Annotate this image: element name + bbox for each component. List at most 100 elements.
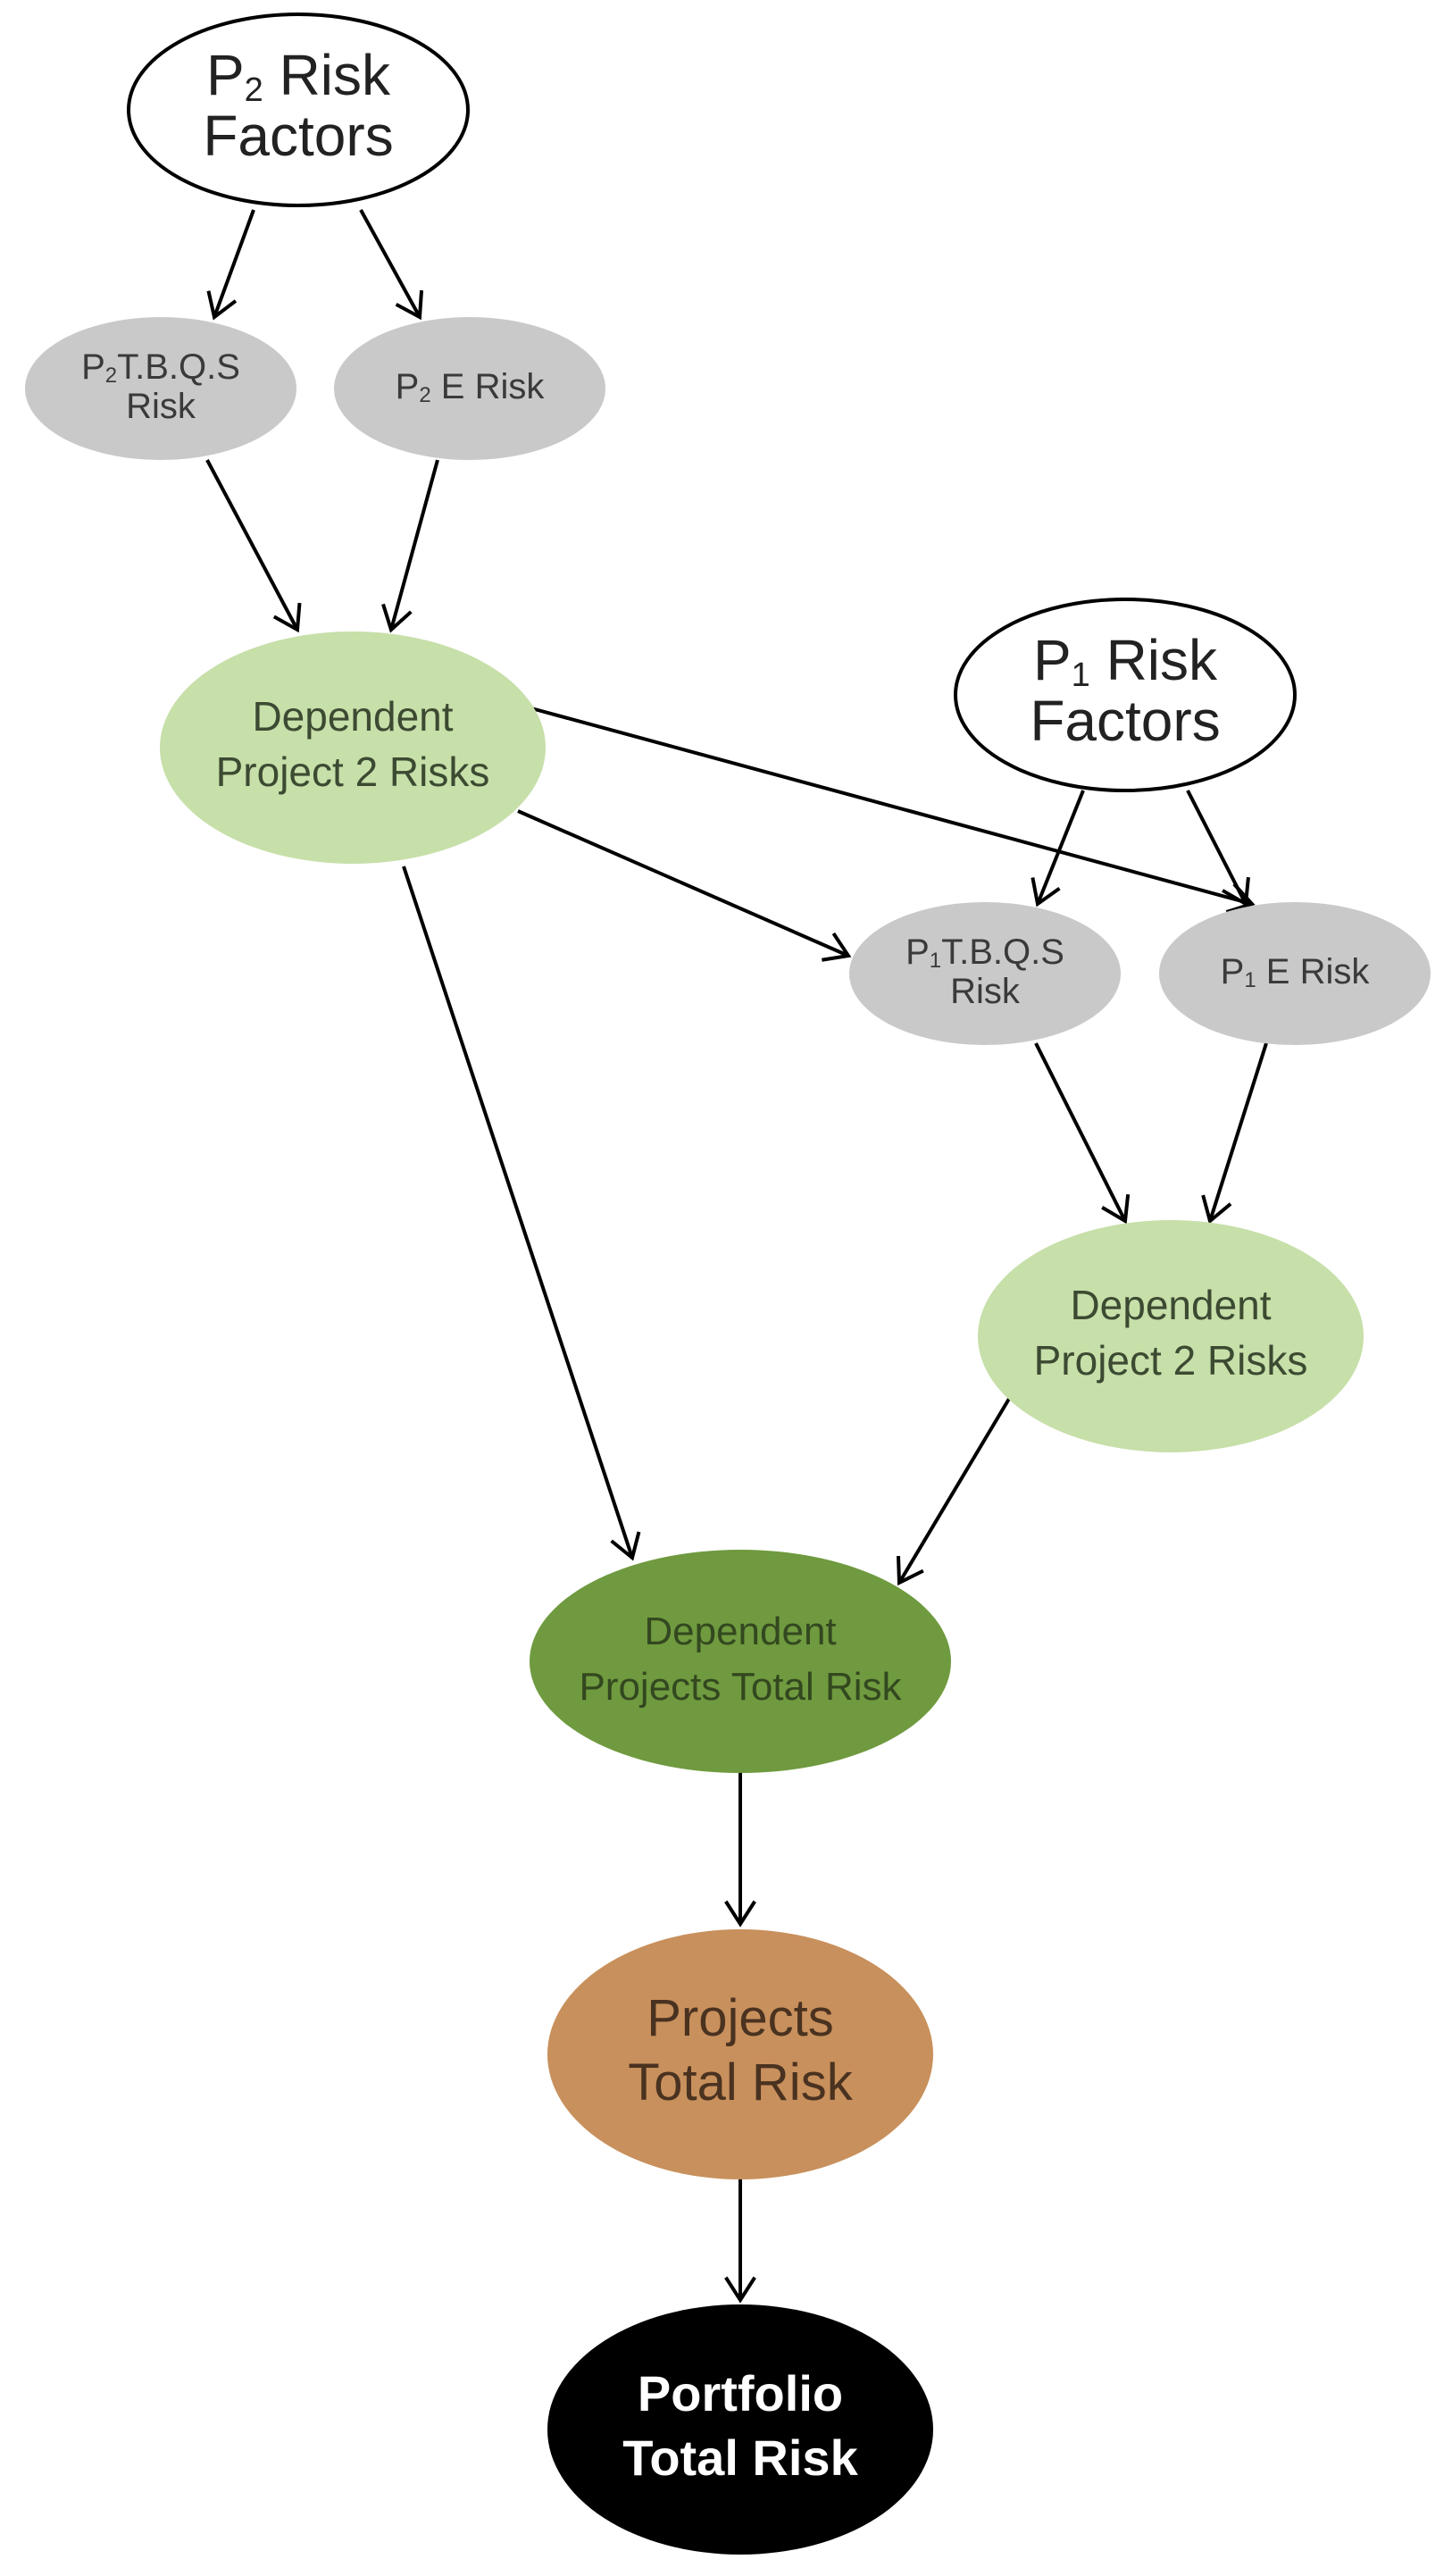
label-text: Dependent [252, 693, 453, 740]
node-label-line: Project 2 Risks [216, 749, 490, 795]
node-label-line: Portfolio [638, 2365, 843, 2421]
node-ellipse [978, 1220, 1364, 1452]
arrow-line [530, 707, 1253, 906]
node-ellipse [334, 317, 605, 460]
arrowhead-icon [897, 1555, 924, 1586]
node-label-line: Factors [1030, 689, 1220, 753]
arrowhead-icon [206, 290, 238, 321]
arrow-projects-total-risk-to-portfolio-total-risk [724, 2179, 756, 2304]
arrow-line [1036, 790, 1085, 905]
node-ellipse [954, 598, 1297, 792]
subscript-text: 1 [1072, 657, 1090, 694]
label-text: T.B.Q.S [941, 933, 1064, 972]
arrow-p1-e-risk-to-dependent-project-2-risks-right [1201, 1042, 1268, 1225]
label-text: Factors [203, 104, 393, 168]
arrow-p2-risk-factors-to-p2-tbqs-risk [206, 209, 255, 321]
arrow-dependent-project-2-risks-top-to-dependent-projects-total-risk [402, 866, 641, 1561]
arrow-line [205, 459, 299, 631]
arrow-line [389, 459, 439, 631]
arrow-line [1208, 1042, 1268, 1222]
subscript-text: 1 [1244, 968, 1256, 992]
label-text: Factors [1030, 689, 1220, 753]
label-text: P [905, 933, 930, 972]
label-text: Dependent [644, 1610, 836, 1653]
node-label-line: Risk [950, 972, 1021, 1011]
label-text: P [1221, 952, 1245, 991]
node-label-line: Risk [126, 387, 196, 426]
node-ellipse [849, 902, 1121, 1045]
arrow-line [213, 209, 255, 318]
node-label-line: P2 E Risk [396, 367, 546, 408]
label-text: Total Risk [622, 2430, 858, 2486]
subscript-text: 1 [930, 949, 941, 973]
arrow-p2-tbqs-risk-to-dependent-project-2-risks-top [205, 459, 302, 633]
label-text: P [396, 367, 420, 406]
node-label-line: Dependent [1070, 1282, 1271, 1328]
arrow-line [1034, 1042, 1127, 1222]
label-text: Project 2 Risks [216, 749, 490, 795]
node-ellipse [25, 317, 296, 460]
subscript-text: 2 [419, 383, 430, 407]
node-label-line: Projects [647, 1989, 834, 2047]
node-label-line: P1T.B.Q.S [905, 933, 1064, 974]
label-text: Risk [1090, 628, 1218, 692]
arrowhead-icon [1222, 876, 1250, 907]
arrowhead-icon [1201, 1194, 1232, 1225]
node-ellipse [160, 631, 546, 864]
arrowhead-icon [724, 1900, 756, 1928]
arrowhead-icon [395, 289, 424, 321]
arrow-p1-tbqs-risk-to-dependent-project-2-risks-right [1034, 1042, 1131, 1225]
arrow-line [359, 209, 421, 318]
label-text: Risk [126, 387, 196, 426]
node-label-line: Projects Total Risk [579, 1665, 902, 1709]
label-text: E Risk [431, 367, 546, 406]
label-text: Total Risk [628, 2053, 853, 2112]
arrowhead-icon [724, 2276, 756, 2304]
node-label-line: Total Risk [628, 2053, 853, 2112]
arrowhead-icon [1101, 1193, 1131, 1225]
label-text: E Risk [1256, 952, 1371, 991]
label-text: T.B.Q.S [117, 347, 240, 387]
arrowhead-icon [610, 1531, 641, 1561]
arrowhead-icon [272, 602, 302, 633]
node-p1-e-risk: P1 E Risk [1159, 902, 1431, 1045]
subscript-text: 2 [245, 71, 263, 109]
edges-layer [205, 209, 1268, 2304]
node-label-line: P2 Risk [206, 43, 391, 109]
label-text: P [1033, 628, 1072, 692]
node-ellipse [547, 1929, 933, 2179]
arrowhead-icon [1031, 877, 1061, 907]
node-label-line: P2T.B.Q.S [81, 347, 240, 389]
label-text: P [81, 347, 105, 387]
node-label-line: Factors [203, 104, 393, 168]
node-ellipse [1159, 902, 1431, 1045]
arrow-p2-e-risk-to-dependent-project-2-risks-top [381, 459, 439, 633]
arrow-p1-risk-factors-to-p1-tbqs-risk [1031, 790, 1085, 907]
arrow-p1-risk-factors-to-p1-e-risk [1186, 790, 1250, 907]
node-p2-e-risk: P2 E Risk [334, 317, 605, 460]
arrow-line [897, 1397, 1011, 1585]
label-text: Dependent [1070, 1282, 1271, 1328]
node-label-line: Total Risk [622, 2430, 858, 2486]
label-text: Projects [647, 1989, 834, 2047]
arrowhead-icon [381, 603, 413, 633]
label-text: Risk [263, 43, 391, 107]
node-label-line: Dependent [644, 1610, 836, 1653]
arrowhead-icon [822, 932, 852, 962]
node-label-line: P1 E Risk [1221, 952, 1371, 993]
subscript-text: 2 [105, 364, 117, 388]
arrow-dependent-project-2-risks-top-to-p1-tbqs-risk [517, 809, 852, 962]
label-text: Portfolio [638, 2365, 843, 2421]
arrow-dependent-projects-total-risk-to-projects-total-risk [724, 1773, 756, 1928]
arrow-line [517, 809, 849, 958]
arrow-dependent-project-2-risks-right-to-dependent-projects-total-risk [897, 1397, 1011, 1586]
